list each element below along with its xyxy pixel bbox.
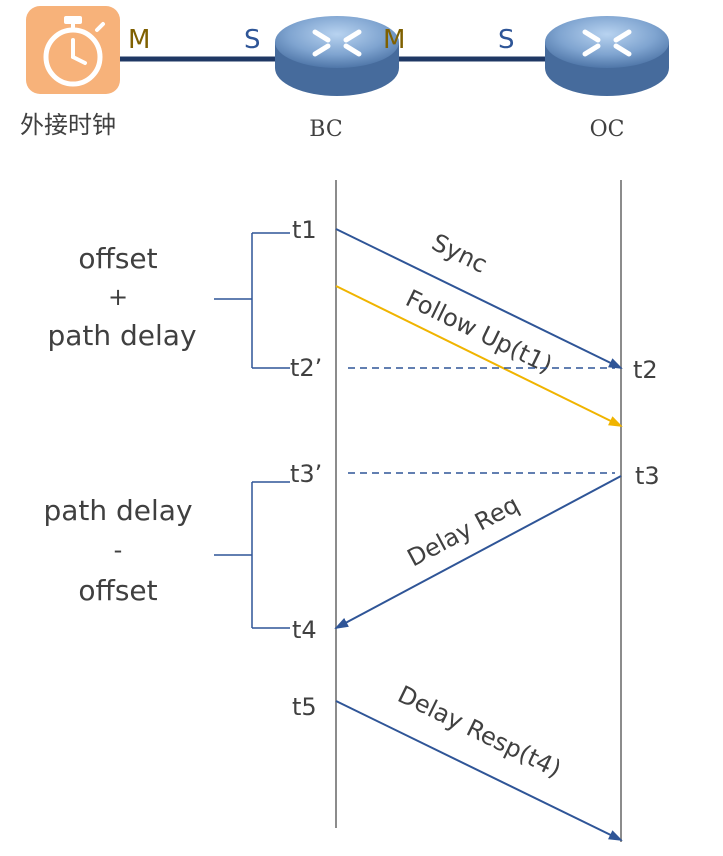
bottom-bracket-line1: path delay	[43, 494, 192, 527]
sync-label: Sync	[427, 228, 491, 279]
bc-router-icon	[275, 16, 399, 96]
timestamp-label: t5	[292, 693, 317, 721]
port-label-slave: S	[498, 25, 515, 55]
top-bracket-line3: path delay	[47, 319, 196, 352]
top-bracket-line1: offset	[78, 242, 157, 275]
bottom-bracket-line3: offset	[78, 574, 157, 607]
port-label-master: M	[383, 25, 405, 55]
timestamp-label: t2’	[290, 354, 322, 382]
port-label-master: M	[128, 25, 150, 55]
clock-label: 外接时钟	[20, 111, 116, 139]
follow-up-arrow	[335, 285, 623, 427]
timestamp-label: t4	[292, 616, 317, 644]
bottom-bracket-line2: -	[114, 536, 123, 564]
timestamp-label: t1	[292, 216, 317, 244]
port-label-slave: S	[244, 25, 261, 55]
timestamp-label: t3	[635, 462, 660, 490]
stopwatch-icon	[26, 6, 120, 94]
oc-router-icon	[545, 16, 669, 96]
timestamp-label: t2	[633, 356, 658, 384]
timestamp-label: t3’	[290, 460, 322, 488]
delay-resp-label: Delay Resp(t4)	[393, 680, 565, 783]
bc-label: BC	[309, 117, 342, 142]
delay-req-arrow	[334, 475, 622, 629]
sync-arrow	[335, 228, 623, 369]
delay-resp-arrow	[335, 700, 623, 841]
oc-label: OC	[590, 117, 625, 142]
top-bracket	[214, 232, 290, 369]
bottom-bracket	[214, 481, 290, 629]
top-bracket-line2: +	[108, 283, 128, 311]
